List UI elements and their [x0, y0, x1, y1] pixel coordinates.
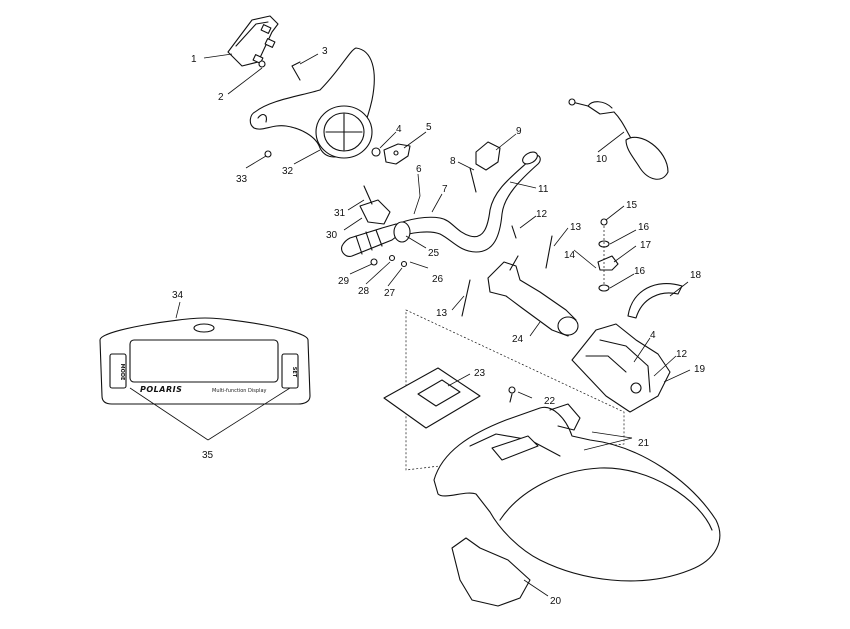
callout-26: 26	[432, 274, 444, 285]
callout-13a: 13	[570, 222, 582, 233]
display-panel-part: MODE SET POLARIS Multi-function Display	[99, 317, 311, 405]
callout-13b: 13	[436, 308, 448, 319]
callout-7: 7	[442, 184, 448, 195]
callout-25: 25	[428, 248, 440, 259]
brand-logo-text: POLARIS	[140, 385, 182, 394]
callout-31: 31	[334, 208, 346, 219]
callout-9: 9	[516, 126, 522, 137]
callout-18: 18	[690, 270, 702, 281]
callout-10: 10	[596, 154, 608, 165]
pin-part	[511, 225, 517, 239]
mode-key-label: MODE	[119, 364, 125, 381]
callout-16a: 16	[638, 222, 650, 233]
rod-part	[545, 235, 553, 269]
callout-21: 21	[638, 438, 650, 449]
screw-28	[388, 254, 396, 262]
throttle-housing-part	[487, 255, 579, 337]
console-housing-part	[433, 386, 721, 607]
callout-27: 27	[384, 288, 396, 299]
plate-part	[383, 367, 481, 429]
left-grip-part	[341, 185, 411, 257]
callout-4a: 4	[396, 124, 402, 135]
callout-2: 2	[218, 92, 224, 103]
callout-labels: 1 2 3 4 5 6 7 8 9 10 11 12 13 15 16 17 1…	[172, 46, 706, 607]
callout-12b: 12	[676, 349, 688, 360]
ring-clamp-part	[627, 283, 683, 319]
screw-33	[264, 150, 272, 158]
callout-5: 5	[426, 122, 432, 133]
callout-33: 33	[236, 174, 248, 185]
display-gauge-part	[227, 15, 279, 68]
display-subtitle: Multi-function Display	[212, 388, 267, 394]
callout-20: 20	[550, 596, 562, 607]
throttle-switch-part	[469, 141, 501, 193]
callout-4b: 4	[650, 330, 656, 341]
handlebar-part	[391, 151, 541, 253]
lanyard-part	[568, 98, 669, 180]
steering-base-part	[571, 323, 671, 413]
callout-12a: 12	[536, 209, 548, 220]
callout-22: 22	[544, 396, 556, 407]
rod-lower-part	[461, 279, 471, 317]
callout-14: 14	[564, 250, 576, 261]
callout-16b: 16	[634, 266, 646, 277]
callout-11: 11	[538, 184, 549, 195]
callout-35: 35	[202, 450, 214, 461]
screw-29	[370, 258, 378, 266]
callout-29: 29	[338, 276, 350, 287]
callout-32: 32	[282, 166, 294, 177]
switch-bracket-part	[371, 143, 411, 165]
set-key-label: SET	[291, 367, 297, 378]
callout-24: 24	[512, 334, 524, 345]
callout-28: 28	[358, 286, 370, 297]
callout-23: 23	[474, 368, 486, 379]
callout-8: 8	[450, 156, 456, 167]
callout-6: 6	[416, 164, 422, 175]
mount-hardware-part	[597, 218, 619, 292]
callout-1: 1	[191, 54, 197, 65]
callout-30: 30	[326, 230, 338, 241]
callout-34: 34	[172, 290, 184, 301]
callout-17: 17	[640, 240, 652, 251]
callout-3: 3	[322, 46, 328, 57]
assembly-boundary	[405, 309, 625, 471]
leader-lines	[129, 53, 691, 597]
handlebar-cover-part	[249, 47, 375, 159]
screw-27	[400, 260, 408, 268]
callout-19: 19	[694, 364, 706, 375]
callout-15: 15	[626, 200, 638, 211]
